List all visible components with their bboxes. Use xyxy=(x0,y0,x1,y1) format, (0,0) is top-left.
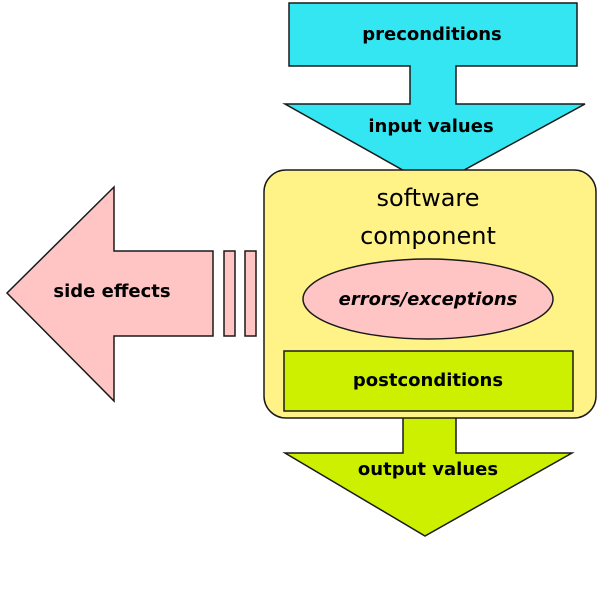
errors-exceptions-label: errors/exceptions xyxy=(339,289,518,310)
component-title-line2: component xyxy=(360,222,496,250)
software-component: software component errors/exceptions pos… xyxy=(263,169,597,419)
side-effects-arrow: side effects xyxy=(5,185,257,403)
component-title-line1: software xyxy=(376,184,479,212)
side-effects-stripe-2 xyxy=(244,250,257,337)
side-effects-arrow-shape xyxy=(5,185,214,403)
errors-exceptions-ellipse xyxy=(302,258,554,340)
postconditions-box xyxy=(283,350,574,412)
output-values-label: output values xyxy=(358,459,498,480)
preconditions-label: preconditions xyxy=(362,24,502,45)
input-arrow: preconditions input values xyxy=(282,2,586,188)
side-effects-label: side effects xyxy=(53,281,170,302)
input-values-label: input values xyxy=(368,116,493,137)
input-arrow-shape xyxy=(282,2,586,188)
postconditions-label: postconditions xyxy=(353,370,503,391)
output-arrow: output values xyxy=(282,407,575,537)
side-effects-stripe-1 xyxy=(223,250,236,337)
